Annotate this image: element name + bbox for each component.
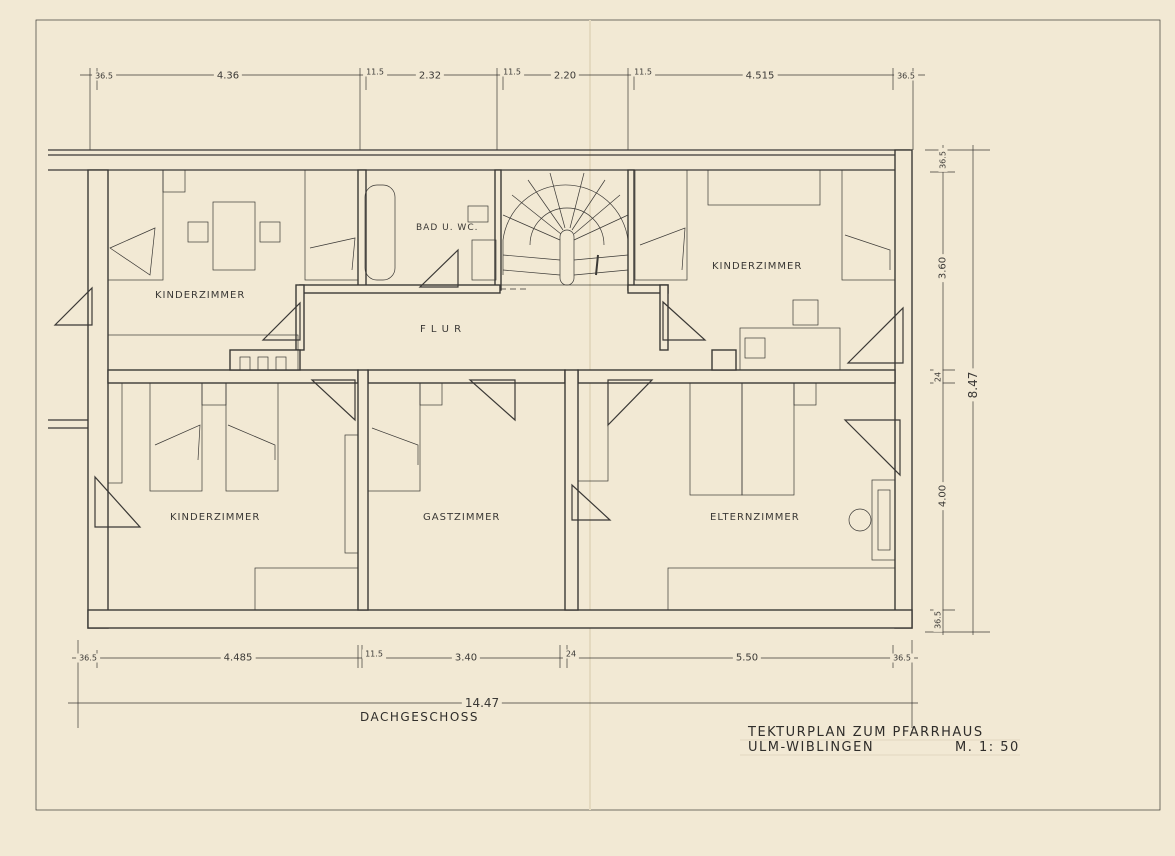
- dim-top-1: 4.36: [213, 70, 243, 82]
- dim-bottom-6: 36.5: [890, 653, 914, 663]
- dim-top-5: 2.20: [550, 70, 580, 82]
- dim-right-4: 36.5: [933, 608, 943, 632]
- dim-total-width: 14.47: [461, 696, 503, 710]
- dim-top-7: 4.515: [742, 70, 778, 82]
- door-swings: [53, 248, 904, 528]
- dim-top-6: 11.5: [631, 67, 655, 77]
- dimension-lines: [68, 68, 1020, 756]
- sheet-border: [35, 19, 1161, 811]
- room-label-hall: F L U R: [420, 324, 463, 335]
- room-label-parents-room: ELTERNZIMMER: [710, 512, 800, 523]
- room-label-kinderzimmer-upper-left: KINDERZIMMER: [155, 290, 246, 301]
- dim-top-0: 36.5: [92, 71, 116, 81]
- room-label-guest-room: GASTZIMMER: [423, 512, 501, 523]
- dim-top-4: 11.5: [500, 67, 524, 77]
- interior-walls: [107, 169, 896, 611]
- drawing-title: TEKTURPLAN ZUM PFARRHAUS: [748, 725, 984, 740]
- dim-bottom-1: 4.485: [220, 652, 256, 664]
- dim-right-3: 4.00: [937, 481, 949, 511]
- room-label-kinderzimmer-lower-left: KINDERZIMMER: [170, 512, 261, 523]
- dim-bottom-3: 3.40: [451, 652, 481, 664]
- exterior-walls: [48, 149, 913, 629]
- dim-right-2: 24: [933, 368, 943, 386]
- dim-bottom-2: 11.5: [362, 649, 386, 659]
- room-label-bath: BAD U. WC.: [416, 223, 479, 233]
- drawing-location: ULM-WIBLINGEN: [748, 740, 875, 755]
- dim-right-1: 3.60: [937, 253, 949, 283]
- dim-top-8: 36.5: [894, 71, 918, 81]
- dim-bottom-5: 5.50: [732, 652, 762, 664]
- dim-right-0: 36.5: [938, 148, 948, 172]
- dim-total-depth: 8.47: [966, 368, 980, 402]
- spiral-staircase: [500, 169, 629, 290]
- dim-bottom-4: 24: [562, 649, 580, 659]
- floor-name: DACHGESCHOSS: [360, 710, 480, 724]
- furniture: [107, 169, 896, 611]
- dim-top-2: 11.5: [363, 67, 387, 77]
- dim-top-3: 2.32: [415, 70, 445, 82]
- drawing-scale: M. 1: 50: [955, 740, 1020, 755]
- room-label-kinderzimmer-upper-right: KINDERZIMMER: [712, 261, 803, 272]
- dim-bottom-0: 36.5: [76, 653, 100, 663]
